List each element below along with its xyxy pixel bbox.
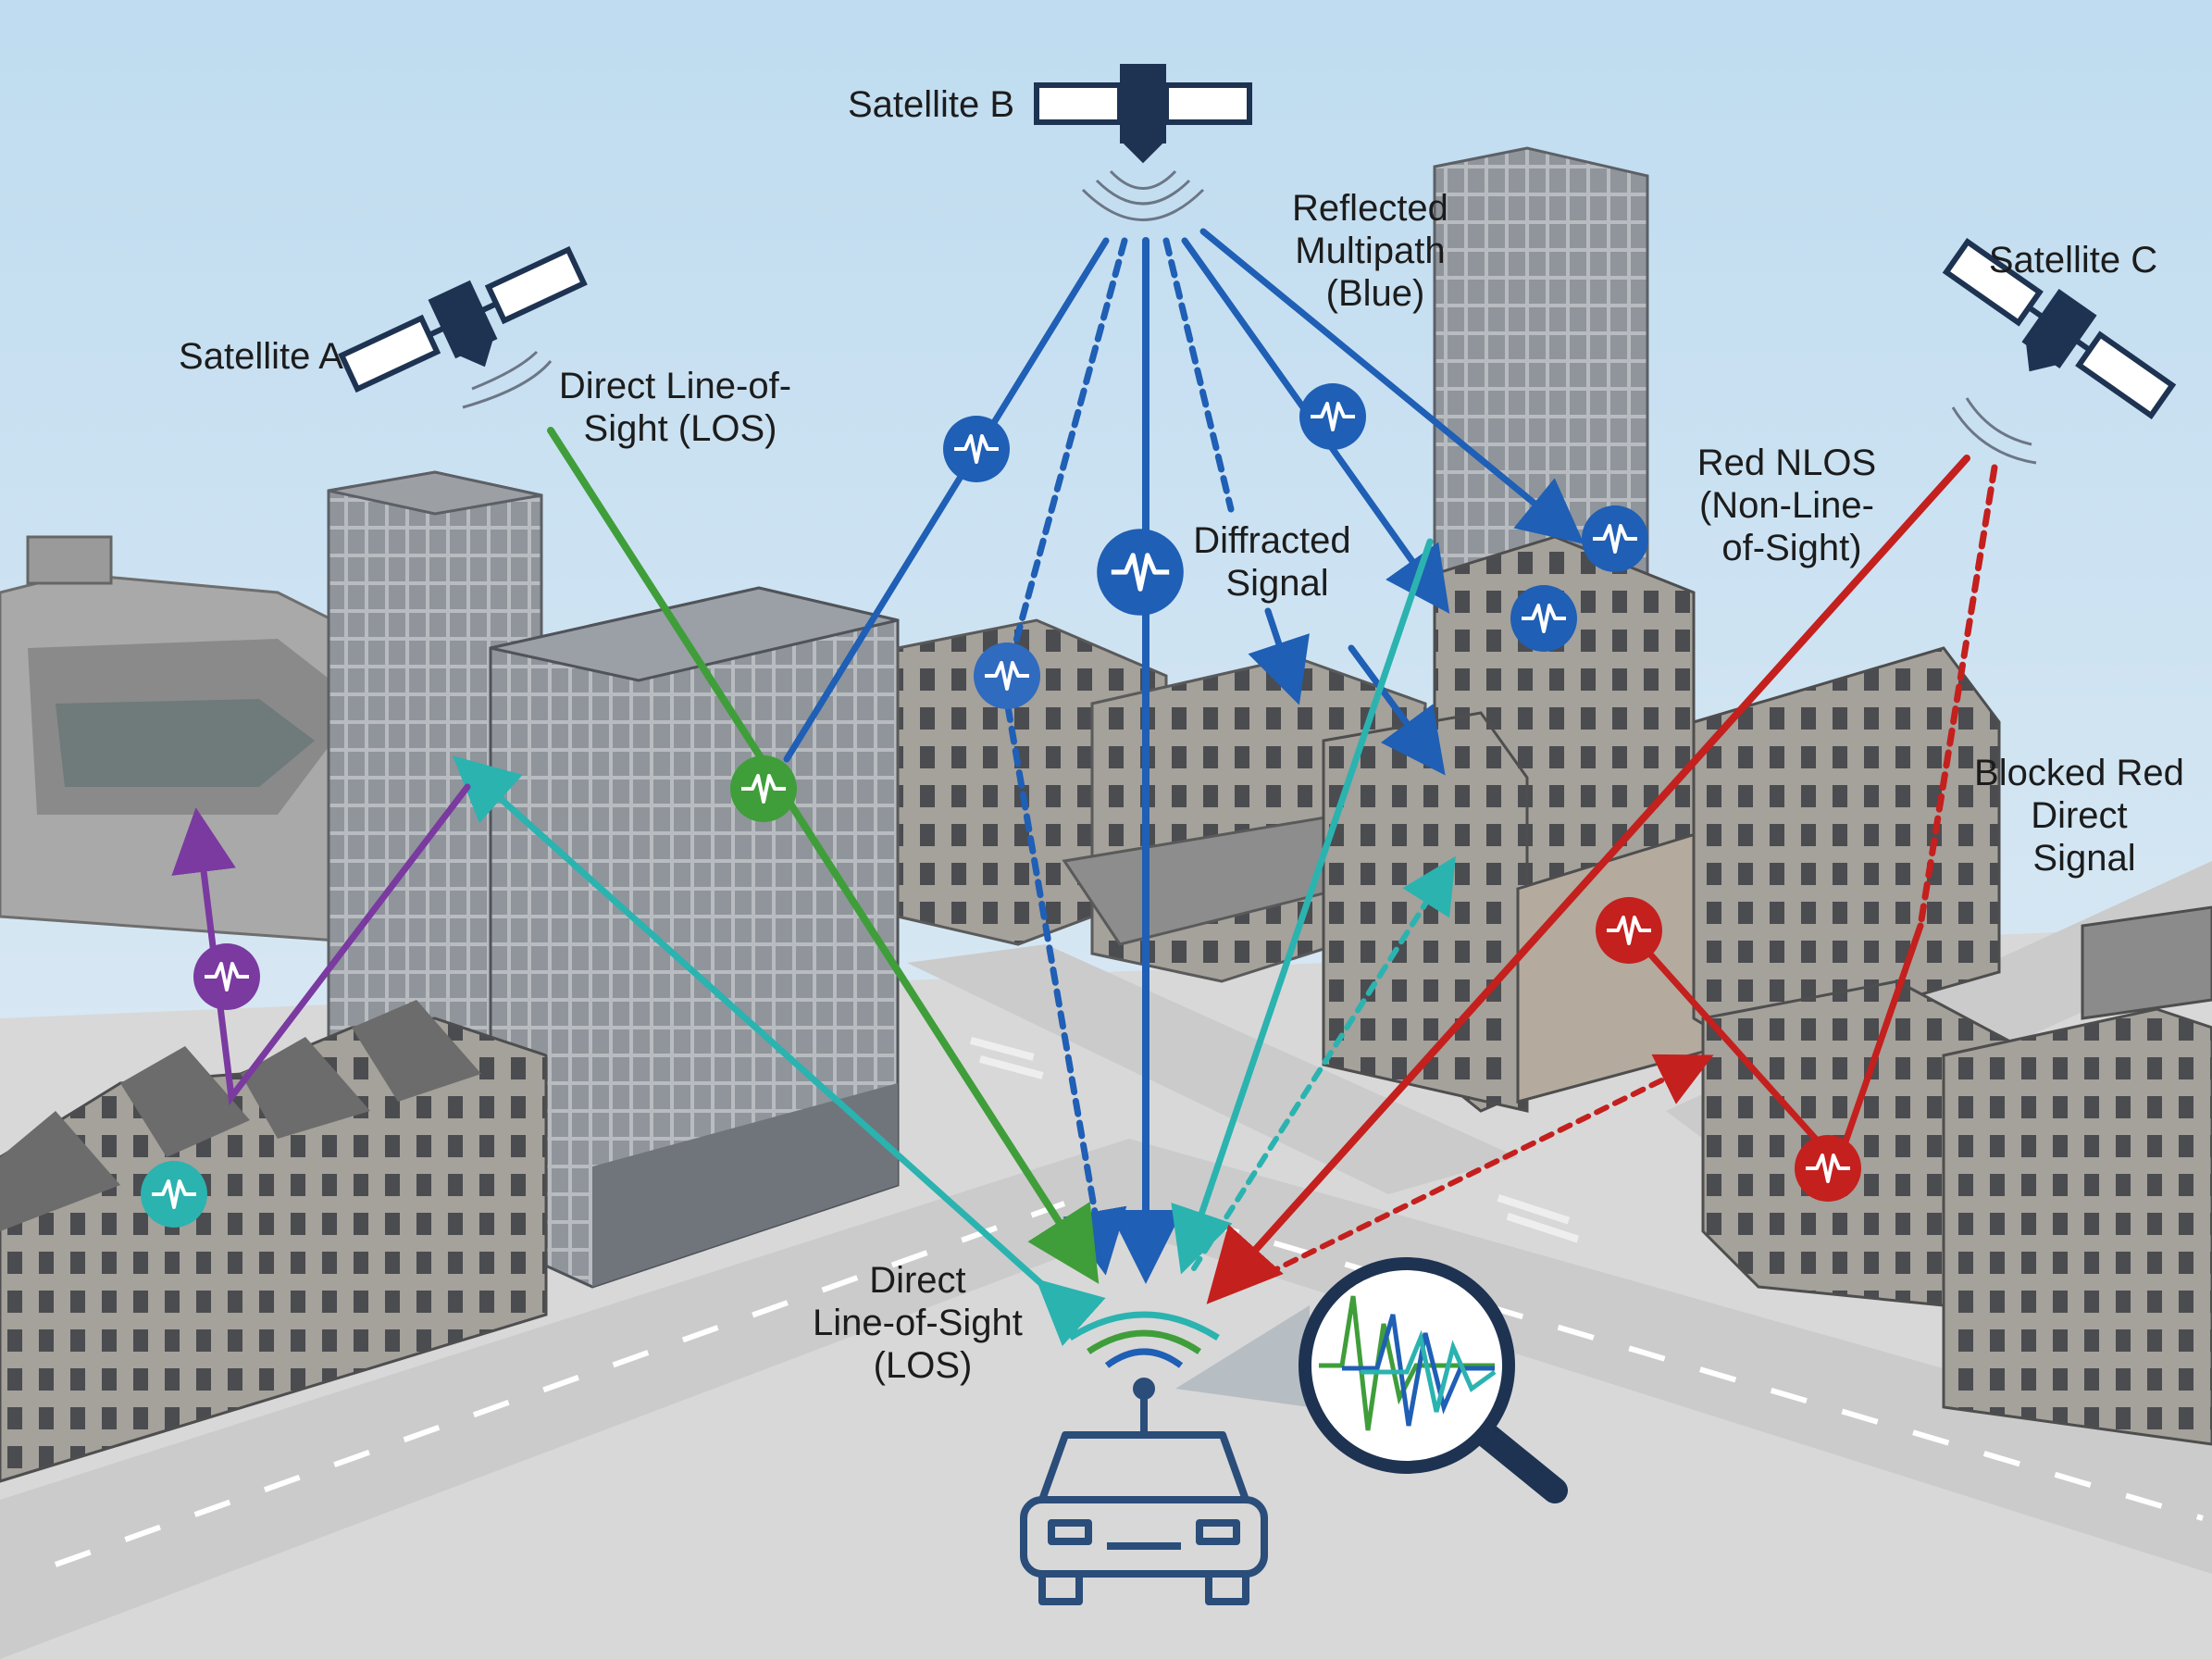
satellite-a <box>338 245 588 393</box>
satellite-c <box>1942 238 2177 419</box>
waveform-icon <box>1097 529 1184 616</box>
blue-diffracted-dashed <box>1162 237 1235 513</box>
waveform-icon <box>1594 895 1664 966</box>
satellite-b <box>1034 64 1252 164</box>
waveform-icon <box>1509 583 1579 654</box>
satellite-icon <box>1034 64 1252 164</box>
red-reflect-path <box>1625 927 1832 1156</box>
label-red-nlos: Red NLOS (Non-Line- of-Sight) <box>1697 443 1887 568</box>
blue-diffract-down-2 <box>1348 644 1446 776</box>
waveform-icon <box>728 754 799 824</box>
red-blocked-dashed <box>1917 464 1998 929</box>
teal-reflected-path <box>1171 538 1434 1275</box>
red-dashed-to-car <box>1228 1054 1714 1294</box>
blue-blocked-dashed-path <box>1000 237 1128 689</box>
satellite-icon <box>338 245 588 393</box>
magnifier-icon <box>1299 1257 1568 1503</box>
receiver-car <box>1020 1311 1268 1605</box>
waveform-icon <box>192 942 262 1012</box>
waveform-icon <box>941 414 1012 484</box>
blue-multipath-2 <box>1199 228 1584 544</box>
label-direct-los-top: Direct Line-of- Sight (LOS) <box>559 366 802 449</box>
red-blocked-solid <box>1838 922 1924 1156</box>
label-satellite-a: Satellite A <box>179 336 343 377</box>
waveform-icon <box>1793 1133 1863 1204</box>
stadium <box>0 535 391 946</box>
waveform-icon <box>972 641 1042 711</box>
row-houses <box>0 1000 548 1483</box>
waveform-icon <box>1580 504 1650 574</box>
labels: Satellite A Satellite B Satellite C Dire… <box>179 84 2194 1386</box>
car-icon <box>1020 1378 1268 1605</box>
label-reflected-multipath: Reflected Multipath (Blue) <box>1292 188 1459 314</box>
teal-dashed-path <box>1191 855 1456 1271</box>
label-satellite-c: Satellite C <box>1989 240 2157 281</box>
waveform-icon <box>1298 381 1368 452</box>
blue-reflect-path-left <box>783 237 1110 763</box>
analyzer <box>1175 1257 1568 1503</box>
road-main <box>0 1139 2212 1659</box>
label-direct-los-bottom: Direct Line-of-Sight (LOS) <box>813 1260 1033 1386</box>
blue-diffract-down-1 <box>1248 607 1310 705</box>
satellite-icon <box>1942 238 2177 419</box>
red-nlos-path <box>1206 455 1970 1304</box>
tower-right <box>1433 146 1649 613</box>
teal-double-arrow <box>453 755 1106 1347</box>
label-blocked-red: Blocked Red Direct Signal <box>1974 753 2194 879</box>
glass-office <box>489 586 900 1289</box>
right-row-buildings <box>1692 646 2212 1446</box>
signal-paths <box>171 228 1998 1347</box>
antenna-waves <box>1068 1311 1220 1368</box>
label-satellite-b: Satellite B <box>848 84 1014 125</box>
waveform-icon <box>139 1159 209 1229</box>
purple-path <box>171 783 471 1105</box>
label-diffracted-signal: Diffracted Signal <box>1193 520 1361 604</box>
emission-arcs <box>462 169 2037 465</box>
